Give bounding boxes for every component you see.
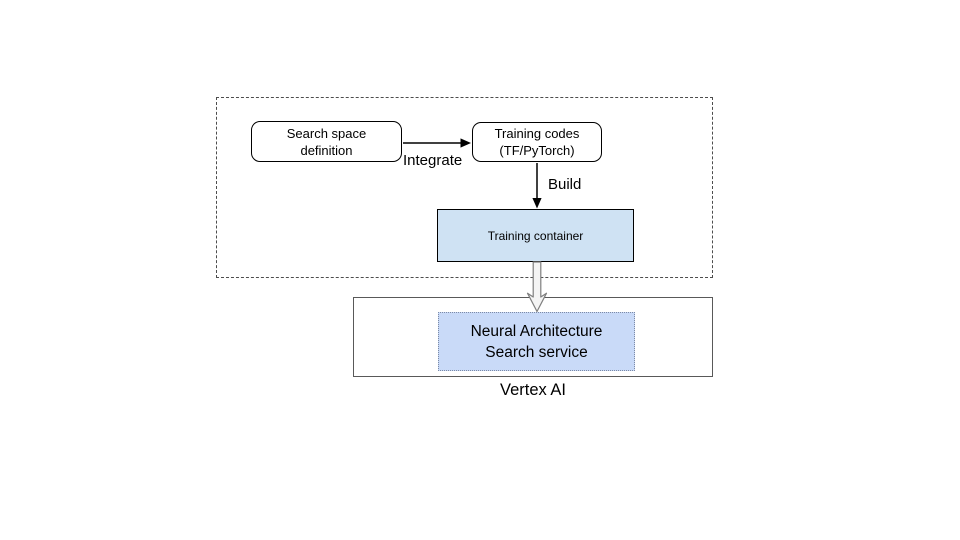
training-codes-label: Training codes (TF/PyTorch) [494, 126, 580, 158]
nas-service-label: Neural Architecture Search service [470, 322, 603, 361]
training-container-node: Training container [437, 209, 634, 262]
search-space-definition-label: Search space definition [286, 125, 367, 158]
build-edge-label: Build [548, 176, 582, 193]
build-phase-group-container [216, 97, 713, 278]
training-container-label: Training container [487, 228, 584, 243]
nas-service-node: Neural Architecture Search service [438, 312, 635, 371]
training-codes-node: Training codes (TF/PyTorch) [472, 122, 602, 162]
search-space-definition-node: Search space definition [251, 121, 402, 162]
vertex-ai-group-label: Vertex AI [499, 381, 567, 399]
integrate-edge-label: Integrate [403, 152, 463, 169]
